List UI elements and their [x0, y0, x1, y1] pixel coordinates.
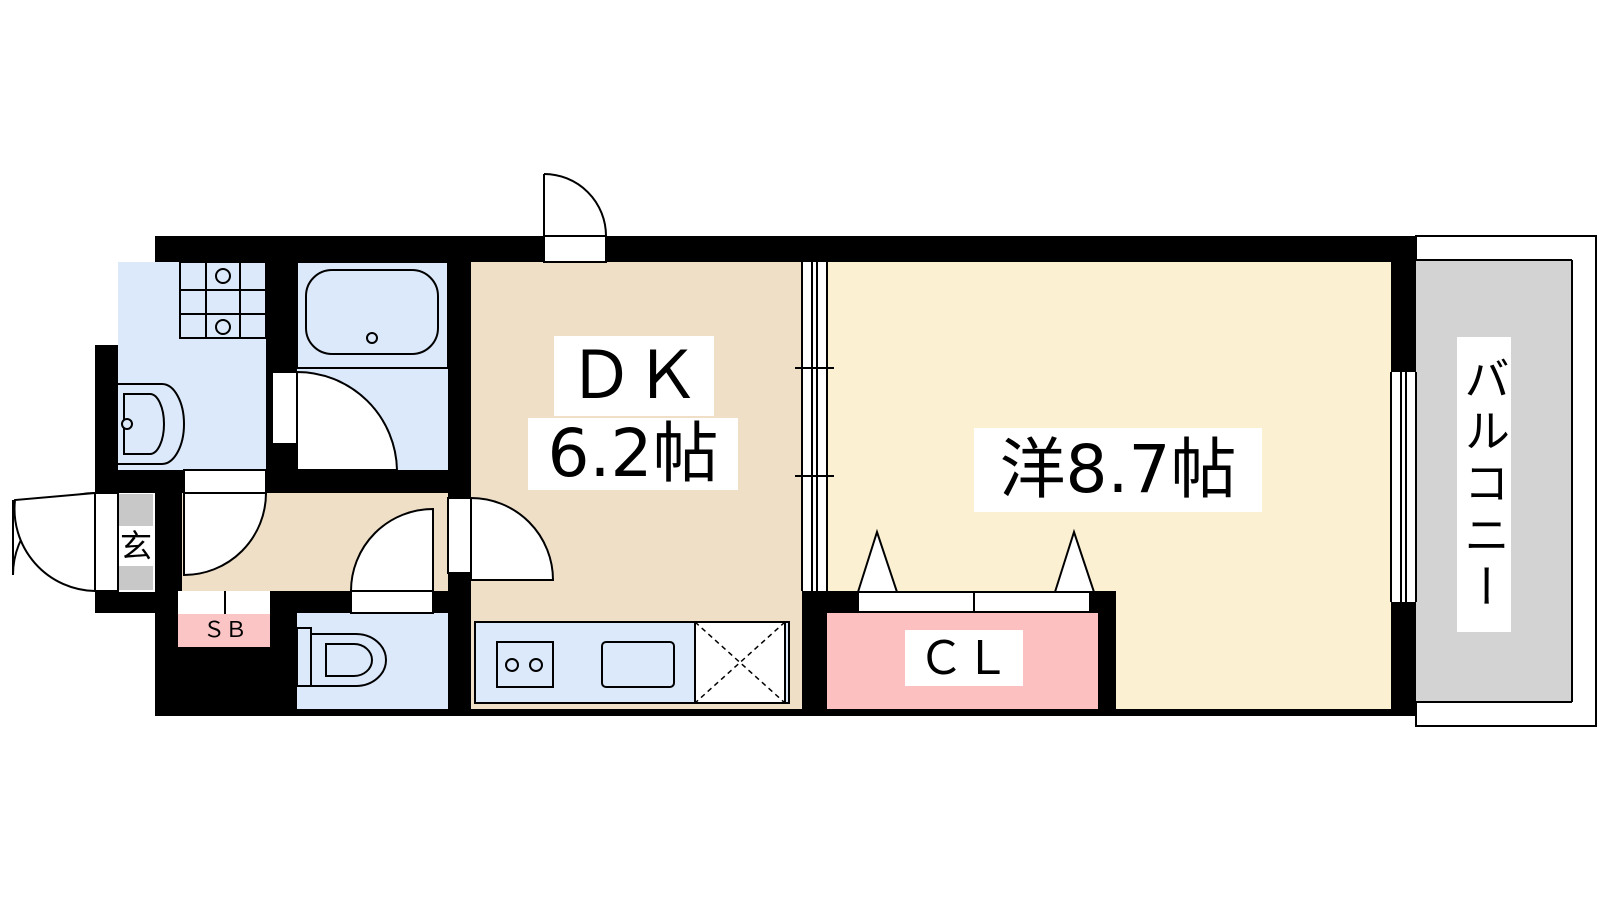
closet-label: ＣＬ: [905, 630, 1023, 686]
balcony-window-frame: [1390, 372, 1417, 602]
shoe-box-floor: [178, 614, 270, 647]
kitchen-counter: [474, 621, 790, 704]
sliding-door-dk: [795, 262, 834, 591]
washbasin-icon: [118, 383, 185, 465]
dk-area-label: 6.2帖: [528, 418, 738, 490]
refrigerator-space-icon: [694, 621, 786, 704]
top-door: [543, 173, 607, 263]
partition-slot: [802, 262, 827, 591]
washing-machine-icon: [179, 261, 267, 339]
western-room-text: 洋8.7帖: [999, 431, 1237, 508]
dk-room-area: 6.2帖: [547, 415, 719, 492]
toilet-icon: [296, 627, 387, 687]
front-door: [12, 491, 119, 593]
washroom-door: [183, 469, 268, 577]
balcony-label: バルコニー: [1457, 337, 1511, 632]
shoe-box-label: ＳＢ: [190, 615, 260, 647]
entrance-label: 玄: [119, 526, 153, 566]
balcony-text: バルコニー: [1457, 354, 1511, 615]
bathtub-icon: [296, 261, 449, 369]
dk-room-name: ＤＫ: [568, 337, 700, 414]
western-room-label: 洋8.7帖: [974, 428, 1262, 512]
toilet-door: [349, 507, 434, 614]
closet-text: ＣＬ: [918, 631, 1010, 685]
balcony-window: [1391, 372, 1416, 602]
closet-doors: [856, 528, 1096, 613]
entrance-text: 玄: [119, 527, 152, 565]
bathroom-door: [271, 370, 399, 471]
shoe-box-text: ＳＢ: [202, 618, 247, 643]
dk-door: [447, 496, 555, 581]
dk-label: ＤＫ: [554, 336, 714, 416]
